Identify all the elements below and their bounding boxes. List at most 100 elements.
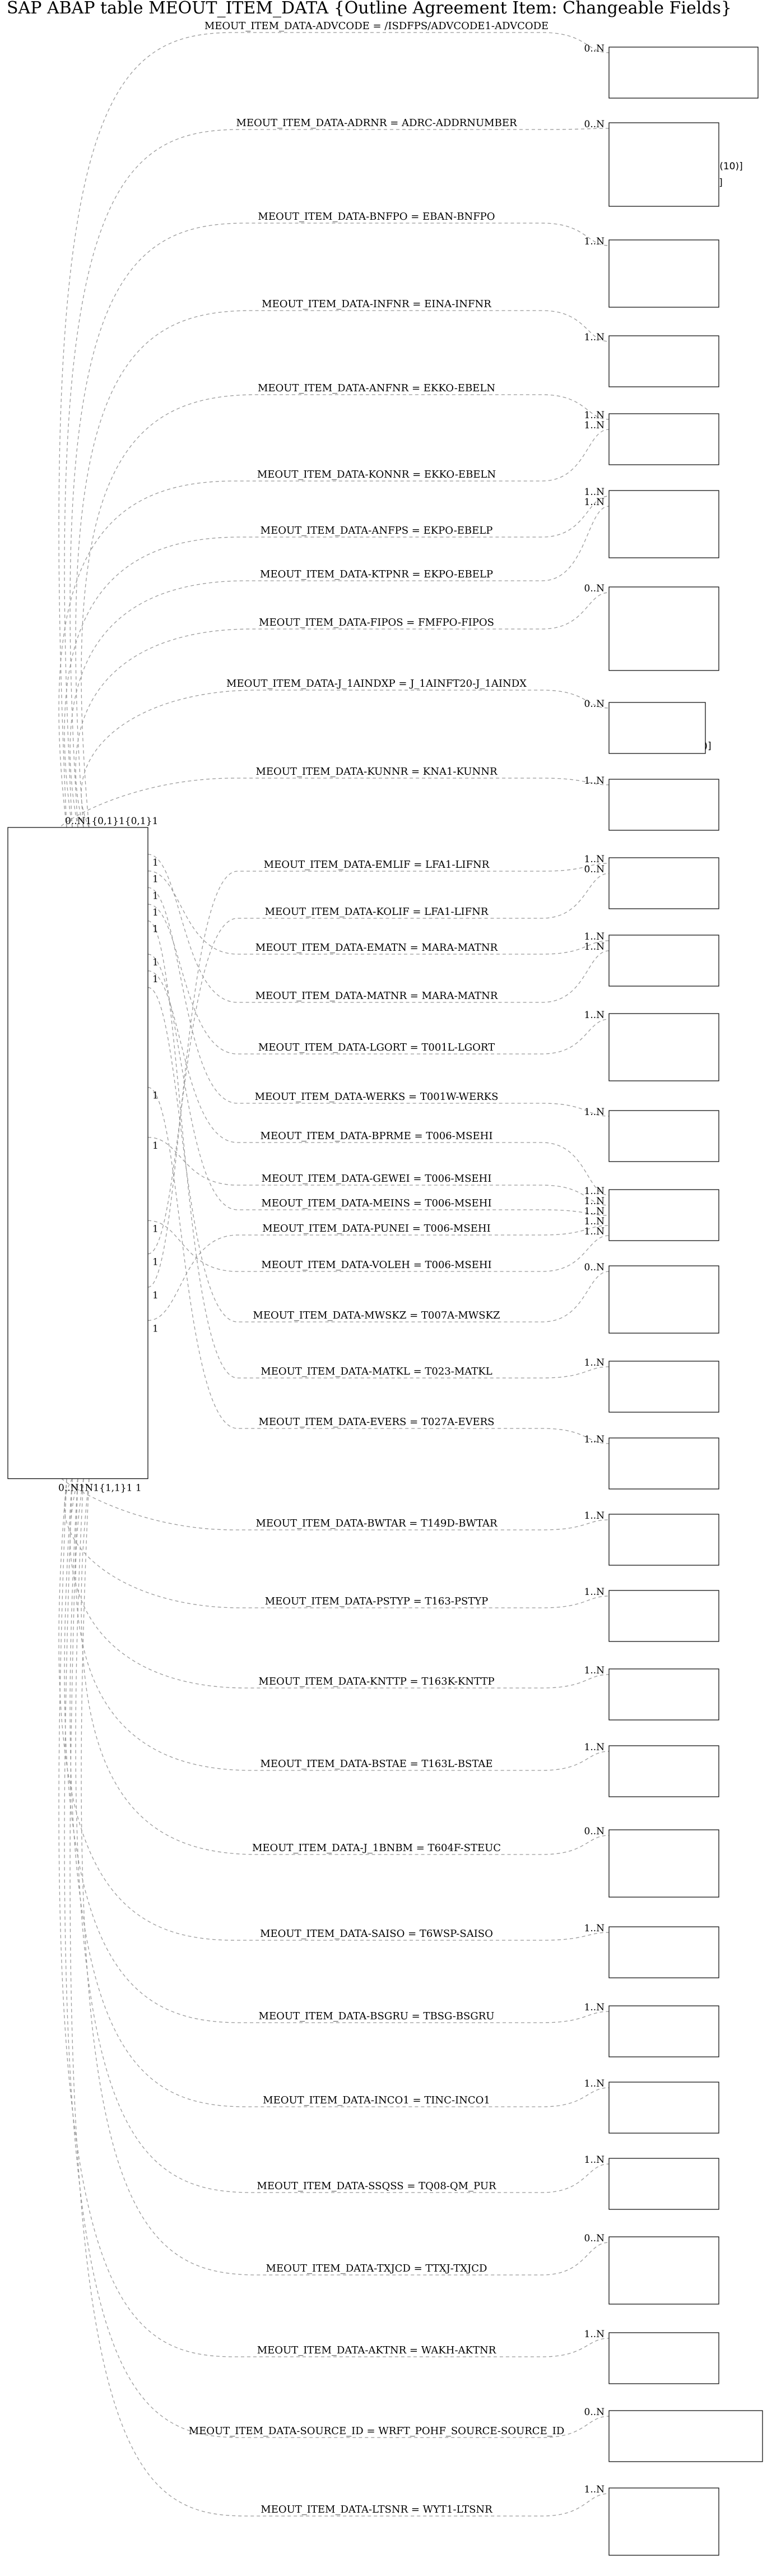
table-border [608,1514,719,1566]
relation-edge [147,921,610,1379]
table-border [608,857,719,909]
table-kna1[interactable]: KNA1MANDT [CLNT (3)]KUNNR [CHAR (10)] [608,779,719,831]
table-eina[interactable]: EINAMANDT [CLNT (3)]INFNR [CHAR (10)] [608,335,719,387]
table-ekpo[interactable]: EKPOMANDT [CLNT (3)]EBELN [CHAR (10)]EBE… [608,490,719,558]
table-border [608,2005,719,2057]
table-j-1ainft20[interactable]: J_1AINFT20MANDT [CLNT (3)]J_1AINDX [CHAR… [608,702,712,754]
table-border [608,335,719,387]
table-t163[interactable]: T163MANDT [CLNT (3)]PSTYP [CHAR (1)] [608,1590,719,1642]
target-cardinality: 1..N [584,410,605,421]
table-t163l[interactable]: T163LMANDT [CLNT (3)]BSTAE [CHAR (4)] [608,1745,719,1797]
table-tbsg[interactable]: TBSGMANDT [CLNT (3)]BSGRU [CHAR (3)] [608,2005,719,2057]
table-wakh[interactable]: WAKHMANDT [CLNT (3)]AKTNR [CHAR (10)] [608,2332,719,2384]
target-cardinality: 1..N [584,1107,605,1118]
main-card-bottom: 0..N1N1{1,1}1 1 [58,1483,142,1494]
relation-label: MEOUT_ITEM_DATA-J_1BNBM = T604F-STEUC [252,1842,501,1854]
relation-label: MEOUT_ITEM_DATA-PSTYP = T163-PSTYP [265,1595,489,1607]
table-mara[interactable]: MARAMANDT [CLNT (3)]MATNR [CHAR (18)] [608,935,719,987]
table-border [608,1265,719,1334]
table-border [608,1013,719,1081]
table-tq08[interactable]: TQ08MANDT [CLNT (3)]QM_PUR [CHAR (8)] [608,2158,719,2210]
relation-label: MEOUT_ITEM_DATA-MEINS = T006-MSEHI [261,1197,491,1209]
relation-label: MEOUT_ITEM_DATA-J_1AINDXP = J_1AINFT20-J… [226,678,527,690]
table-t149d[interactable]: T149DMANDT [CLNT (3)]BWTAR [CHAR (10)] [608,1514,719,1566]
relation-edge [64,128,610,828]
table-tinc[interactable]: TINCMANDT [CLNT (3)]INCO1 [CHAR (3)] [608,2082,719,2134]
relation-label: MEOUT_ITEM_DATA-FIPOS = FMFPO-FIPOS [259,617,494,628]
target-cardinality: 1..N [584,1665,605,1676]
table-t027a[interactable]: T027AMANDT [CLNT (3)]EVERS [CHAR (2)] [608,1437,719,1490]
relation-edge [75,1478,610,2193]
target-cardinality: 1..N [584,2002,605,2013]
target-cardinality: 1..N [584,775,605,787]
table-border [608,239,719,308]
table-border [608,2158,719,2210]
table-border [608,2410,763,2462]
relation-edge [69,1478,610,2107]
table-border [608,413,719,465]
relation-edge [69,506,610,828]
table-border [608,2332,719,2384]
source-cardinality: 1 [152,1290,159,1301]
source-cardinality: 1 [152,857,159,868]
relation-label: MEOUT_ITEM_DATA-MATKL = T023-MATKL [261,1366,492,1377]
target-cardinality: 1..N [584,236,605,247]
relation-edge [147,863,610,1288]
target-cardinality: 1..N [584,487,605,498]
relation-label: MEOUT_ITEM_DATA-LTSNR = WYT1-LTSNR [261,2504,492,2515]
relation-label: MEOUT_ITEM_DATA-EMLIF = LFA1-LIFNR [264,859,490,871]
relation-label: MEOUT_ITEM_DATA-BSGRU = TBSG-BSGRU [259,2010,495,2022]
relation-label: MEOUT_ITEM_DATA-PUNEI = T006-MSEHI [262,1223,490,1234]
source-cardinality: 1 [152,974,159,985]
relation-label: MEOUT_ITEM_DATA-SSQSS = TQ08-QM_PUR [257,2180,496,2192]
target-cardinality: 1..N [584,2078,605,2089]
relation-label: MEOUT_ITEM_DATA-ANFNR = EKKO-EBELN [258,382,495,394]
relation-label: MEOUT_ITEM_DATA-INCO1 = TINC-INCO1 [263,2094,490,2106]
relation-label: MEOUT_ITEM_DATA-GEWEI = T006-MSEHI [262,1173,492,1185]
target-cardinality: 0..N [584,864,605,875]
table-border [608,1668,719,1721]
tables-layer: _ISDFPS_ADVCODE1MANDT [CLNT (3)]ADVCODE … [7,47,763,2556]
relation-label: MEOUT_ITEM_DATA-BSTAE = T163L-BSTAE [260,1758,492,1770]
table-t023[interactable]: T023MANDT [CLNT (3)]MATKL [CHAR (9)] [608,1361,719,1413]
table-t6wsp[interactable]: T6WSPMANDT [CLNT (3)]SAISO [CHAR (4)] [608,1926,719,1978]
table-wrft-pohf-source[interactable]: WRFT_POHF_SOURCEMANDT [CLNT (3)]SOURCE_I… [608,2410,763,2462]
table-meout-item-data[interactable]: MEOUT_ITEM_DATAMATNR [CHAR (18)]EMATN [C… [7,827,148,1479]
table-t001w[interactable]: T001WMANDT [CLNT (3)]WERKS [CHAR (4)] [608,1110,719,1162]
table-border [608,2236,719,2305]
relations-layer: MEOUT_ITEM_DATA-ADVCODE = /ISDFPS/ADVCOD… [58,20,610,2517]
table-lfa1[interactable]: LFA1MANDT [CLNT (3)]LIFNR [CHAR (10)] [608,857,719,909]
relation-edge [58,1478,610,1941]
table-border [608,1110,719,1162]
target-cardinality: 1..N [584,1923,605,1934]
table-t006[interactable]: T006MANDT [CLNT (3)]MSEHI [UNIT (3)] [608,1189,719,1241]
table-wyt1[interactable]: WYT1MANDT [CLNT (3)]LIFNR [CHAR (10)]LTS… [608,2487,719,2556]
table-t001l[interactable]: T001LMANDT [CLNT (3)]WERKS [CHAR (4)]LGO… [608,1013,719,1081]
target-cardinality: 0..N [584,1826,605,1837]
target-cardinality: 1..N [584,1206,605,1217]
table-border [608,935,719,987]
table-border [608,586,719,671]
relation-label: MEOUT_ITEM_DATA-KNTTP = T163K-KNTTP [258,1676,494,1687]
table-ttxj[interactable]: TTXJMANDT [CLNT (3)]KALSM [CHAR (6)]TXJC… [608,2236,719,2305]
relation-label: MEOUT_ITEM_DATA-VOLEH = T006-MSEHI [261,1259,491,1271]
target-cardinality: 1..N [584,941,605,952]
table-eban[interactable]: EBANMANDT [CLNT (3)]BANFN [CHAR (10)]BNF… [608,239,719,308]
table-isdfps-advcode1[interactable]: _ISDFPS_ADVCODE1MANDT [CLNT (3)]ADVCODE … [608,47,759,99]
relation-label: MEOUT_ITEM_DATA-ADRNR = ADRC-ADDRNUMBER [236,117,517,129]
target-cardinality: 1..N [584,1587,605,1598]
table-adrc[interactable]: ADRCCLIENT [CLNT (3)]ADDRNUMBER [CHAR (1… [608,122,743,207]
table-border [608,490,719,558]
source-cardinality: 1 [152,1090,159,1102]
table-t604f[interactable]: T604FMANDT [CLNT (3)]LAND1 [CHAR (3)]STE… [608,1829,719,1898]
table-ekko[interactable]: EKKOMANDT [CLNT (3)]EBELN [CHAR (10)] [608,413,719,465]
table-fmfpo[interactable]: FMFPOMANDT [CLNT (3)]FIKRS [CHAR (4)]FIP… [608,586,719,671]
relation-label: MEOUT_ITEM_DATA-BNFPO = EBAN-BNFPO [258,211,495,223]
relation-label: MEOUT_ITEM_DATA-EVERS = T027A-EVERS [258,1416,494,1428]
target-cardinality: 0..N [584,43,605,54]
relation-edge [75,310,610,828]
table-t007a[interactable]: T007AMANDT [CLNT (3)]KALSM [CHAR (6)]MWS… [608,1265,719,1334]
relation-edge [147,1087,610,1444]
target-cardinality: 0..N [584,2233,605,2244]
table-t163k[interactable]: T163KMANDT [CLNT (3)]KNTTP [CHAR (1)] [608,1668,719,1721]
